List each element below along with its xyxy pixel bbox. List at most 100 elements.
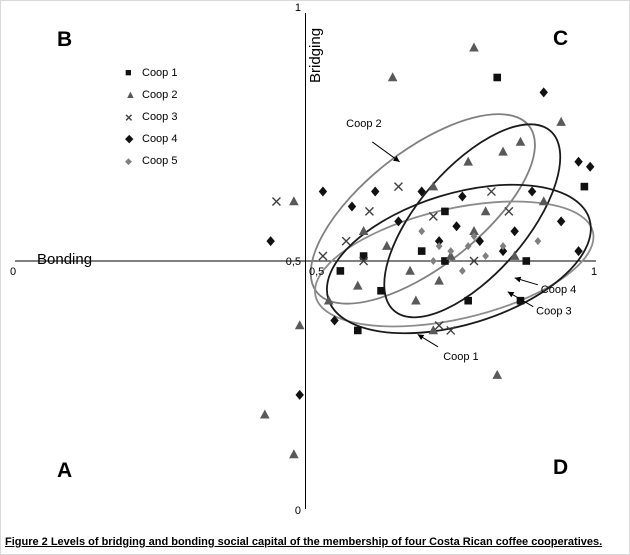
legend: ■ Coop 1 ▲ Coop 2 × Coop 3 ◆ Coop 4 ◆ Co… <box>125 62 177 172</box>
data-point-coop5 <box>534 237 542 246</box>
annotation-label-coop2: Coop 2 <box>346 118 381 130</box>
y-axis-title: Bridging <box>307 27 324 83</box>
data-point-coop3 <box>504 206 514 216</box>
data-point-coop1 <box>493 73 502 82</box>
data-point-coop5 <box>429 257 437 265</box>
data-point-coop2 <box>428 181 439 191</box>
legend-item-coop1: ■ Coop 1 <box>125 62 177 84</box>
data-point-coop2 <box>382 240 392 250</box>
data-point-coop4 <box>417 186 426 197</box>
data-point-coop1 <box>353 326 362 335</box>
data-point-coop4 <box>585 161 595 172</box>
data-point-coop1 <box>377 286 385 295</box>
data-point-coop1 <box>516 296 525 305</box>
data-point-coop5 <box>435 242 443 251</box>
data-point-coop3 <box>446 325 456 335</box>
data-point-coop2 <box>538 196 549 206</box>
y-axis-tick-1: 1 <box>294 2 301 14</box>
data-point-coop1 <box>441 207 449 216</box>
data-point-coop4 <box>498 246 508 257</box>
data-point-coop1 <box>464 296 472 305</box>
data-point-coop5 <box>464 242 472 251</box>
x-axis-title: Bonding <box>37 251 93 268</box>
data-point-coop5 <box>418 227 426 236</box>
legend-label-coop1: Coop 1 <box>142 67 178 79</box>
quadrant-label-d: D <box>553 456 569 479</box>
x-axis-tick-1: 1 <box>591 266 598 278</box>
coop2-triangle-marker-icon: ▲ <box>125 88 136 101</box>
legend-label-coop4: Coop 4 <box>142 133 178 145</box>
data-point-coop3 <box>271 196 281 206</box>
data-point-coop2 <box>463 156 473 166</box>
data-point-coop3 <box>341 236 351 246</box>
annotation-label-coop1: Coop 1 <box>443 351 478 363</box>
data-point-coop3 <box>486 187 496 197</box>
data-point-coop3 <box>318 251 328 261</box>
data-point-coop2 <box>289 196 299 206</box>
legend-item-coop4: ◆ Coop 4 <box>125 128 177 150</box>
data-point-coop4 <box>330 315 339 326</box>
coop4-diamond-marker-icon: ◆ <box>125 132 134 145</box>
data-point-coop2 <box>428 325 439 335</box>
coop3-x-marker-icon: × <box>125 109 133 125</box>
coop1-square-marker-icon: ■ <box>125 66 132 79</box>
data-point-coop1 <box>522 257 531 265</box>
data-point-coop3 <box>393 182 403 192</box>
annotation-arrow-coop1 <box>417 333 439 348</box>
data-point-coop2 <box>352 280 363 290</box>
coop3-group-ellipse <box>314 200 595 328</box>
data-point-coop1 <box>336 267 345 275</box>
data-point-coop5 <box>470 232 478 241</box>
data-point-coop4 <box>510 226 519 237</box>
coop2-group-ellipse <box>309 113 536 305</box>
data-point-coop3 <box>364 206 374 216</box>
data-point-coop3 <box>469 256 479 266</box>
scatter-plot: Coop 2 Coop 1 Coop 4 Coop 3 <box>15 13 596 509</box>
data-point-coop1 <box>359 252 368 260</box>
data-point-coop2 <box>405 265 415 275</box>
data-point-coop2 <box>515 136 526 146</box>
legend-label-coop3: Coop 3 <box>142 111 178 123</box>
quadrant-label-a: A <box>57 459 73 482</box>
data-point-coop2 <box>387 72 398 82</box>
y-axis-tick-05: 0,5 <box>285 256 301 268</box>
annotation-arrow-coop3 <box>507 291 534 308</box>
data-point-coop2 <box>556 116 566 126</box>
data-point-coop2 <box>498 146 508 156</box>
data-point-coop4 <box>295 389 304 400</box>
data-point-coop4 <box>458 191 467 202</box>
data-point-coop4 <box>475 236 484 247</box>
data-point-coop4 <box>539 87 548 98</box>
annotation-arrow-coop4 <box>514 276 539 286</box>
data-point-coop5 <box>482 252 489 261</box>
data-point-coop4 <box>371 186 380 197</box>
data-point-coop2 <box>260 409 270 419</box>
legend-item-coop2: ▲ Coop 2 <box>125 84 177 106</box>
data-point-coop4 <box>266 236 275 247</box>
data-point-coop4 <box>574 246 583 257</box>
figure-caption: Figure 2 Levels of bridging and bonding … <box>1 529 629 554</box>
data-point-coop2 <box>469 226 479 236</box>
x-axis-tick-0: 0 <box>10 266 17 278</box>
data-point-coop1 <box>580 182 589 191</box>
data-point-coop2 <box>469 42 479 52</box>
data-point-coop5 <box>447 247 455 256</box>
data-point-coop5 <box>459 266 466 275</box>
data-point-coop4 <box>347 201 357 212</box>
annotation-arrow-coop2 <box>372 141 400 163</box>
data-point-coop4 <box>394 216 403 227</box>
data-point-coop1 <box>417 247 426 255</box>
data-point-coop2 <box>358 226 369 236</box>
coop5-diamond-marker-icon: ◆ <box>125 155 132 166</box>
data-point-coop2 <box>411 295 421 305</box>
data-point-coop2 <box>480 206 491 216</box>
data-point-coop4 <box>434 236 444 247</box>
legend-label-coop5: Coop 5 <box>142 155 178 167</box>
data-point-coop2 <box>289 449 299 459</box>
data-point-coop2 <box>434 275 444 285</box>
data-point-coop4 <box>556 216 566 227</box>
data-point-coop3 <box>434 320 444 330</box>
y-axis-tick-0: 0 <box>294 505 301 517</box>
data-point-coop3 <box>359 256 369 266</box>
